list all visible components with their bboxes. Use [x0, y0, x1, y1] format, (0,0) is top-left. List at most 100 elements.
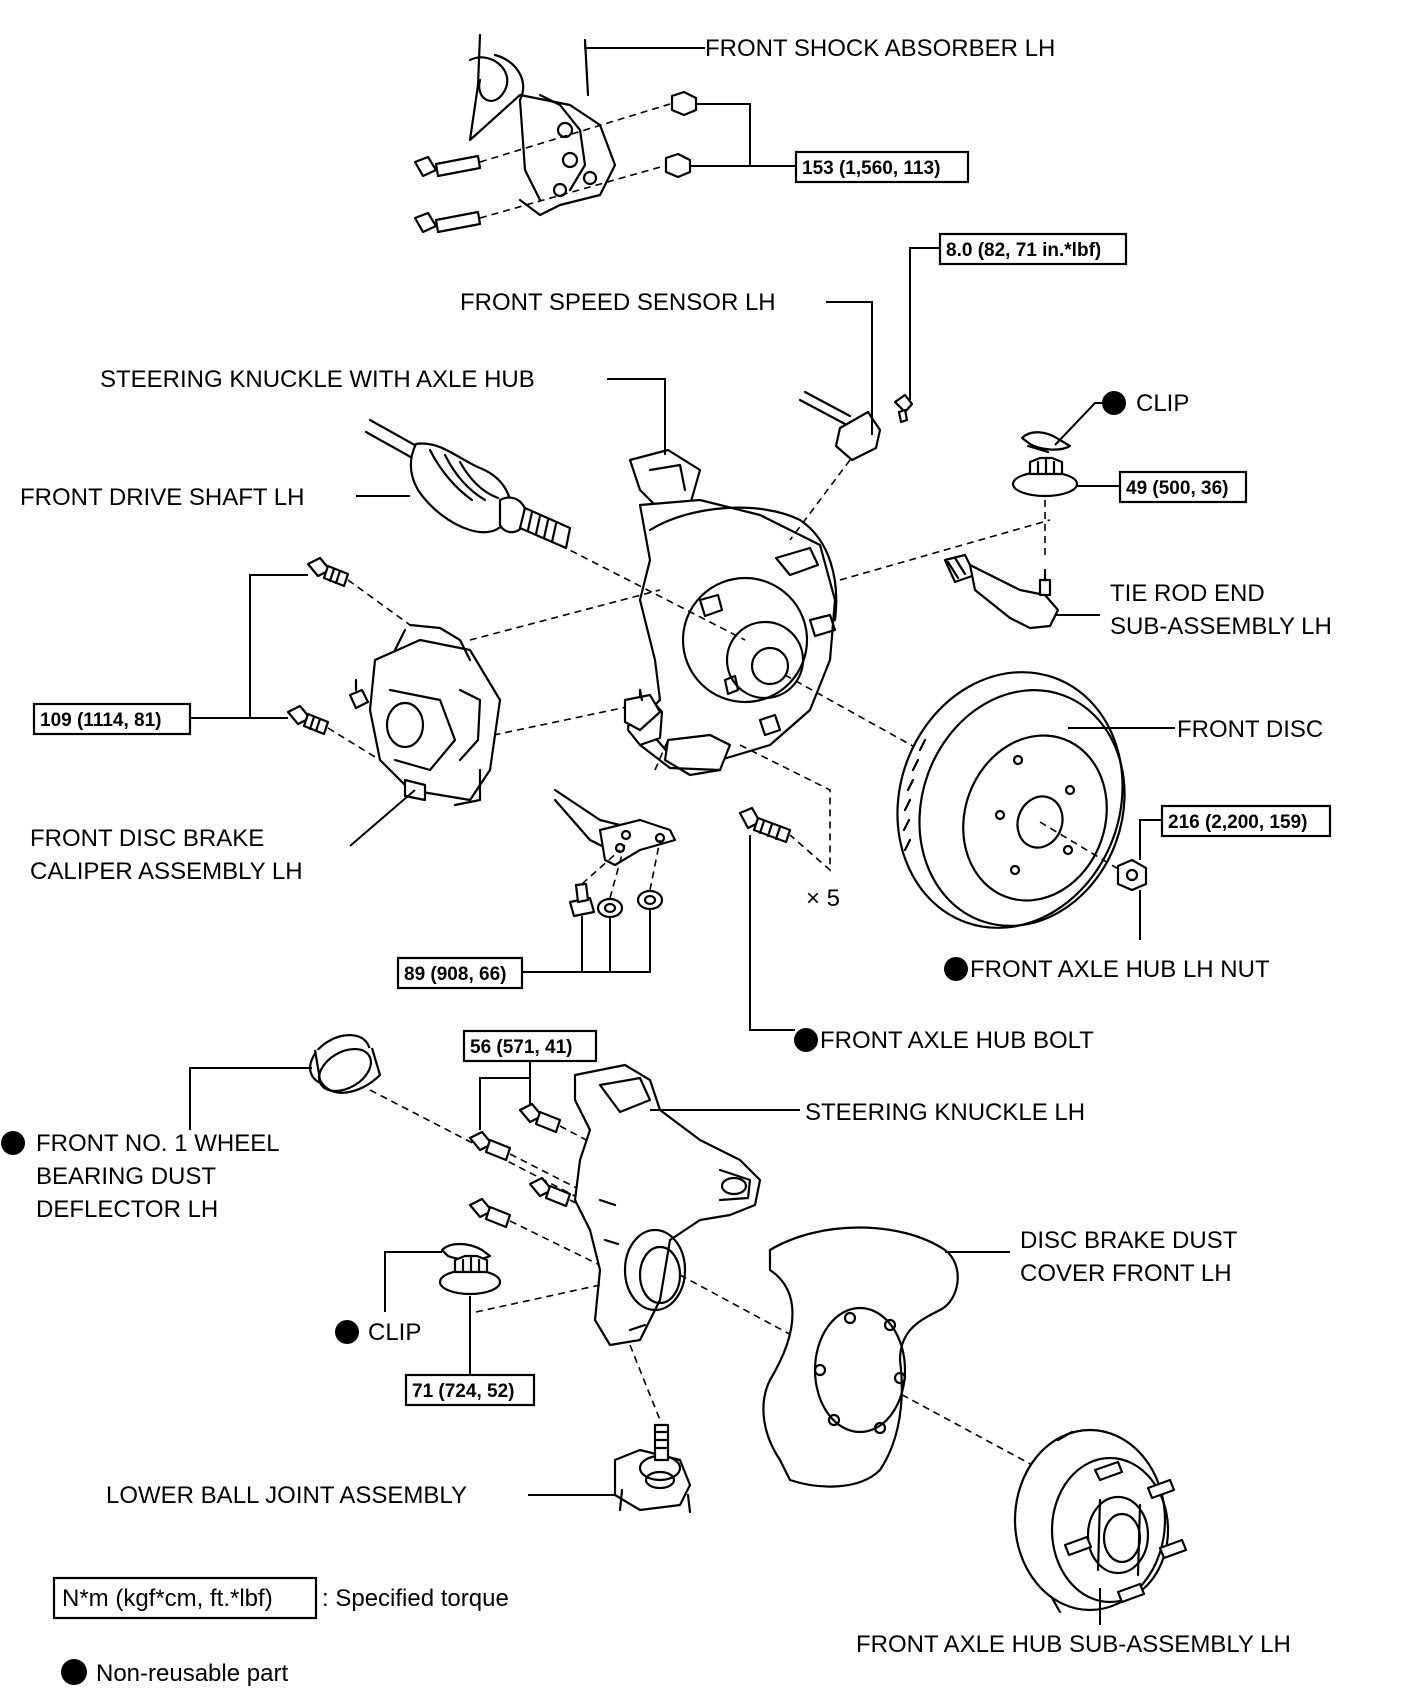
- drive-shaft-drawing: [364, 418, 572, 550]
- label-clip-bottom: CLIP: [368, 1319, 421, 1346]
- dust-cover-drawing: [762, 1226, 959, 1488]
- dash-bj-bolt-3: [649, 839, 661, 891]
- dash-bottom-clip: [475, 1284, 601, 1313]
- leader-speed-sensor: [826, 301, 873, 435]
- legend-torque-desc: : Specified torque: [322, 1585, 509, 1612]
- front-disc-drawing: [896, 671, 1126, 929]
- label-front-disc: FRONT DISC: [1177, 716, 1323, 743]
- label-caliper-line1: FRONT DISC BRAKE: [30, 825, 264, 852]
- label-lower-ball-joint: LOWER BALL JOINT ASSEMBLY: [106, 1482, 467, 1509]
- caliper-bolts-drawing: [286, 556, 350, 736]
- dash-knuckle-to-balljoint: [629, 1344, 661, 1421]
- leader-knuckle-torque: [479, 1061, 531, 1130]
- label-axle-hub-bolt: FRONT AXLE HUB BOLT: [820, 1027, 1094, 1054]
- torque-box-speed-sensor: [938, 232, 1128, 266]
- leader-shock-torque: [690, 103, 796, 167]
- non-reusable-icon-hub-bolt: [794, 1028, 818, 1052]
- dash-hub-bolt: [739, 744, 831, 872]
- leader-deflector: [189, 1067, 312, 1130]
- leader-caliper-torque: [190, 574, 308, 719]
- dash-caliper-bolt-2: [327, 727, 381, 761]
- torque-box-lower-bj: [404, 1373, 536, 1407]
- leader-caliper: [349, 789, 416, 847]
- leader-hub-bolt: [749, 835, 795, 1031]
- non-reusable-icon-deflector: [1, 1131, 25, 1155]
- axle-hub-nut-drawing: [1116, 858, 1148, 892]
- axle-hub-sub-assembly-drawing: [1013, 1428, 1188, 1614]
- label-clip-top: CLIP: [1136, 390, 1189, 417]
- label-front-drive-shaft: FRONT DRIVE SHAFT LH: [20, 484, 304, 511]
- dash-disc-to-nut: [1039, 821, 1121, 871]
- torque-speed-sensor: 8.0 (82, 71 in.*lbf): [946, 240, 1101, 261]
- tie-rod-end-drawing: [943, 553, 1060, 630]
- label-deflector-line1: FRONT NO. 1 WHEEL: [36, 1130, 280, 1157]
- label-tie-rod-end-line1: TIE ROD END: [1110, 580, 1265, 607]
- label-steering-knuckle-with-axle-hub: STEERING KNUCKLE WITH AXLE HUB: [100, 366, 535, 393]
- dash-bj-up: [654, 739, 669, 771]
- torque-box-knuckle: [462, 1029, 598, 1063]
- torque-ball-joint: 89 (908, 66): [404, 964, 506, 985]
- torque-knuckle: 56 (571, 41): [470, 1037, 572, 1058]
- dash-shaft-to-hub: [559, 544, 746, 641]
- dash-bj-bolt-1: [581, 849, 621, 885]
- label-dust-cover-line2: COVER FRONT LH: [1020, 1260, 1232, 1287]
- leader-hub-nut-torque: [1139, 819, 1162, 940]
- lower-ball-joint-drawing: [613, 1423, 692, 1514]
- leader-clip-bottom: [384, 1251, 442, 1312]
- leader-knuckle-hub: [607, 378, 666, 455]
- label-front-speed-sensor: FRONT SPEED SENSOR LH: [460, 289, 776, 316]
- label-deflector-line3: DEFLECTOR LH: [36, 1196, 218, 1223]
- torque-box-shock: [794, 150, 970, 184]
- speed-sensor-drawing: [798, 390, 914, 462]
- legend-non-reusable: Non-reusable part: [96, 1660, 288, 1687]
- dash-caliper-upper: [469, 589, 661, 641]
- torque-tie-rod: 49 (500, 36): [1126, 478, 1228, 499]
- non-reusable-icon-hub-nut: [944, 957, 968, 981]
- torque-box-hub-nut: [1160, 804, 1332, 838]
- clip-top-drawing: [1011, 431, 1079, 498]
- label-axle-hub-nut: FRONT AXLE HUB LH NUT: [970, 956, 1270, 983]
- dust-deflector-drawing: [309, 1034, 382, 1094]
- torque-shock: 153 (1,560, 113): [802, 158, 940, 179]
- label-caliper-line2: CALIPER ASSEMBLY LH: [30, 858, 303, 885]
- leader-speed-sensor-torque: [909, 247, 940, 400]
- dash-deflector: [369, 1089, 661, 1241]
- clip-bottom-drawing: [438, 1242, 502, 1296]
- non-reusable-icon-clip-bottom: [335, 1320, 359, 1344]
- dash-hub-to-disc: [784, 674, 921, 751]
- torque-caliper: 109 (1114, 81): [40, 710, 162, 731]
- torque-box-ball-joint: [396, 956, 524, 990]
- knuckle-hub-assembly-drawing: [626, 448, 838, 777]
- label-dust-cover-line1: DISC BRAKE DUST: [1020, 1227, 1238, 1254]
- leader-shock: [584, 40, 705, 49]
- label-deflector-line2: BEARING DUST: [36, 1163, 216, 1190]
- non-reusable-icon-clip-top: [1102, 391, 1126, 415]
- label-steering-knuckle: STEERING KNUCKLE LH: [805, 1099, 1085, 1126]
- dash-knuckle-bolt-4: [509, 1220, 611, 1271]
- label-front-shock-absorber: FRONT SHOCK ABSORBER LH: [705, 35, 1055, 62]
- dash-bj-bolt-2: [609, 839, 627, 899]
- torque-lower-bj: 71 (724, 52): [412, 1381, 514, 1402]
- shock-absorber-drawing: [413, 33, 698, 234]
- label-times-five: × 5: [806, 885, 840, 912]
- dash-knuckle-bolt-2: [509, 1153, 611, 1206]
- caliper-drawing: [348, 623, 502, 807]
- shock-dash-1: [479, 103, 671, 163]
- steering-knuckle-drawing: [573, 1063, 762, 1347]
- leader-bj-torque: [522, 910, 651, 973]
- label-axle-hub-sub-assembly: FRONT AXLE HUB SUB-ASSEMBLY LH: [856, 1631, 1291, 1658]
- dash-tie-rod: [839, 519, 1051, 581]
- torque-hub-nut: 216 (2,200, 159): [1168, 812, 1307, 833]
- knuckle-bolts-drawing: [468, 1102, 572, 1229]
- label-tie-rod-end-line2: SUB-ASSEMBLY LH: [1110, 613, 1332, 640]
- axle-hub-bolt-drawing: [738, 806, 792, 844]
- torque-box-caliper: [32, 702, 192, 736]
- dash-caliper-bolt-1: [347, 579, 411, 626]
- shock-dash-2: [479, 165, 665, 219]
- legend-non-reusable-icon: [61, 1659, 87, 1685]
- legend-torque-box: [52, 1576, 318, 1620]
- legend-torque-unit: N*m (kgf*cm, ft.*lbf): [62, 1585, 273, 1612]
- torque-box-tie-rod: [1118, 470, 1248, 504]
- dash-sensor-to-knuckle: [789, 459, 851, 541]
